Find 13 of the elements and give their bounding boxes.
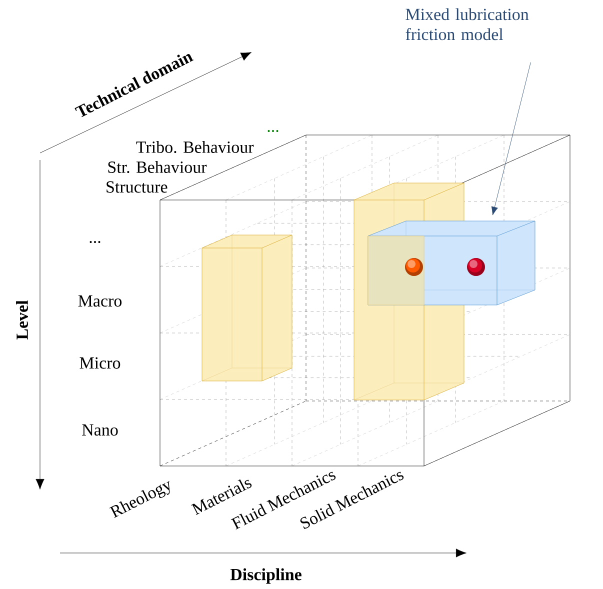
ellipsis: ... <box>268 130 278 132</box>
leader-arrow <box>491 62 531 216</box>
level-label: Macro <box>78 295 122 307</box>
level-label: Nano <box>82 424 118 436</box>
axis-label: Discipline <box>230 568 302 584</box>
model-cube <box>368 220 536 306</box>
ellipsis: ... <box>90 241 100 243</box>
level-label: Structure <box>106 181 168 193</box>
level-label: Tribo. Behaviour <box>136 140 254 153</box>
level-label: Micro <box>80 357 120 369</box>
callout-text: Mixed lubrication friction model <box>406 8 529 40</box>
axis-label: Level <box>16 300 28 340</box>
level-label: Str. Behaviour <box>108 160 207 173</box>
